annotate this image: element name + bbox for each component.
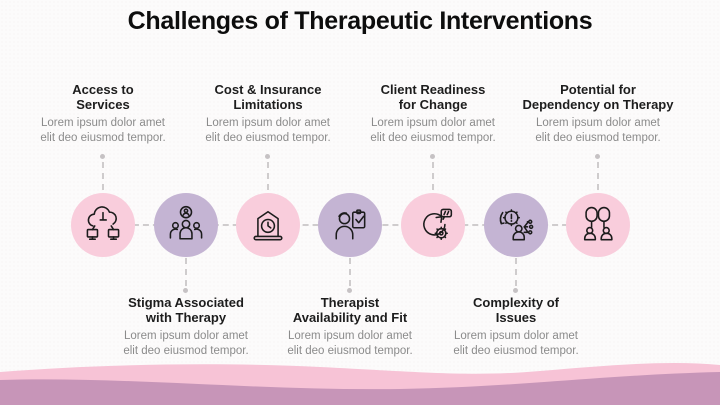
heading-line: Services bbox=[76, 97, 130, 112]
body-line: Lorem ipsum dolor amet bbox=[41, 117, 165, 129]
connector-line bbox=[349, 258, 351, 286]
heading-line: for Change bbox=[398, 97, 468, 112]
wave-decoration bbox=[0, 362, 720, 405]
connector-line bbox=[597, 162, 599, 190]
body-line: Lorem ipsum dolor amet bbox=[206, 117, 330, 129]
heading-line: Access to bbox=[72, 82, 134, 97]
heading-line: Cost & Insurance bbox=[214, 82, 322, 97]
item-body: Lorem ipsum dolor amet elit deo eiusmod t… bbox=[265, 329, 435, 359]
item-body: Lorem ipsum dolor amet elit deo eiusmod t… bbox=[183, 116, 353, 146]
body-line: elit deo eiusmod tempor. bbox=[535, 132, 661, 144]
body-line: Lorem ipsum dolor amet bbox=[288, 330, 412, 342]
circle-access bbox=[71, 193, 135, 257]
heading-line: Dependency on Therapy bbox=[522, 97, 674, 112]
cycle-gear-icon bbox=[423, 208, 453, 240]
gear-alert-person-icon bbox=[499, 209, 534, 241]
circle-complexity bbox=[484, 193, 548, 257]
cloud-access-icon bbox=[86, 206, 120, 240]
heading-line: Therapist bbox=[320, 295, 380, 310]
body-line: elit deo eiusmod tempor. bbox=[205, 132, 331, 144]
body-line: Lorem ipsum dolor amet bbox=[371, 117, 495, 129]
heading-line: Limitations bbox=[233, 97, 303, 112]
item-body: Lorem ipsum dolor amet elit deo eiusmod t… bbox=[18, 116, 188, 146]
connector-dot bbox=[183, 288, 188, 293]
body-line: Lorem ipsum dolor amet bbox=[454, 330, 578, 342]
circle-therapist bbox=[318, 193, 382, 257]
heading-line: Complexity of bbox=[473, 295, 559, 310]
heading-line: Stigma Associated bbox=[128, 295, 244, 310]
heading-line: Potential for bbox=[560, 82, 636, 97]
item-body: Lorem ipsum dolor amet elit deo eiusmod t… bbox=[101, 329, 271, 359]
body-line: elit deo eiusmod tempor. bbox=[370, 132, 496, 144]
heading-line: with Therapy bbox=[145, 310, 227, 325]
connector-dot bbox=[347, 288, 352, 293]
circle-dependency bbox=[566, 193, 630, 257]
connector-dot bbox=[100, 154, 105, 159]
body-line: elit deo eiusmod tempor. bbox=[123, 345, 249, 357]
body-line: elit deo eiusmod tempor. bbox=[453, 345, 579, 357]
circle-cost bbox=[236, 193, 300, 257]
item-body: Lorem ipsum dolor amet elit deo eiusmod t… bbox=[513, 116, 683, 146]
connector-dot bbox=[595, 154, 600, 159]
connector-line bbox=[515, 258, 517, 286]
body-line: Lorem ipsum dolor amet bbox=[124, 330, 248, 342]
body-line: elit deo eiusmod tempor. bbox=[40, 132, 166, 144]
connector-dot bbox=[265, 154, 270, 159]
heading-line: Client Readiness bbox=[380, 82, 486, 97]
chain-people-icon bbox=[583, 206, 613, 241]
circle-stigma bbox=[154, 193, 218, 257]
people-group-icon bbox=[169, 205, 203, 240]
connector-line bbox=[267, 162, 269, 190]
heading-line: Issues bbox=[495, 310, 537, 325]
heading-line: Availability and Fit bbox=[292, 310, 408, 325]
connector-dot bbox=[513, 288, 518, 293]
person-checklist-icon bbox=[335, 209, 366, 240]
connector-line bbox=[432, 162, 434, 190]
connector-line bbox=[102, 162, 104, 190]
page-title: Challenges of Therapeutic Interventions bbox=[127, 7, 593, 35]
laptop-clock-icon bbox=[253, 210, 283, 241]
connector-line bbox=[185, 258, 187, 286]
connector-dot bbox=[430, 154, 435, 159]
body-line: Lorem ipsum dolor amet bbox=[536, 117, 660, 129]
body-line: elit deo eiusmod tempor. bbox=[287, 345, 413, 357]
item-body: Lorem ipsum dolor amet elit deo eiusmod t… bbox=[431, 329, 601, 359]
circle-readiness bbox=[401, 193, 465, 257]
item-body: Lorem ipsum dolor amet elit deo eiusmod t… bbox=[348, 116, 518, 146]
